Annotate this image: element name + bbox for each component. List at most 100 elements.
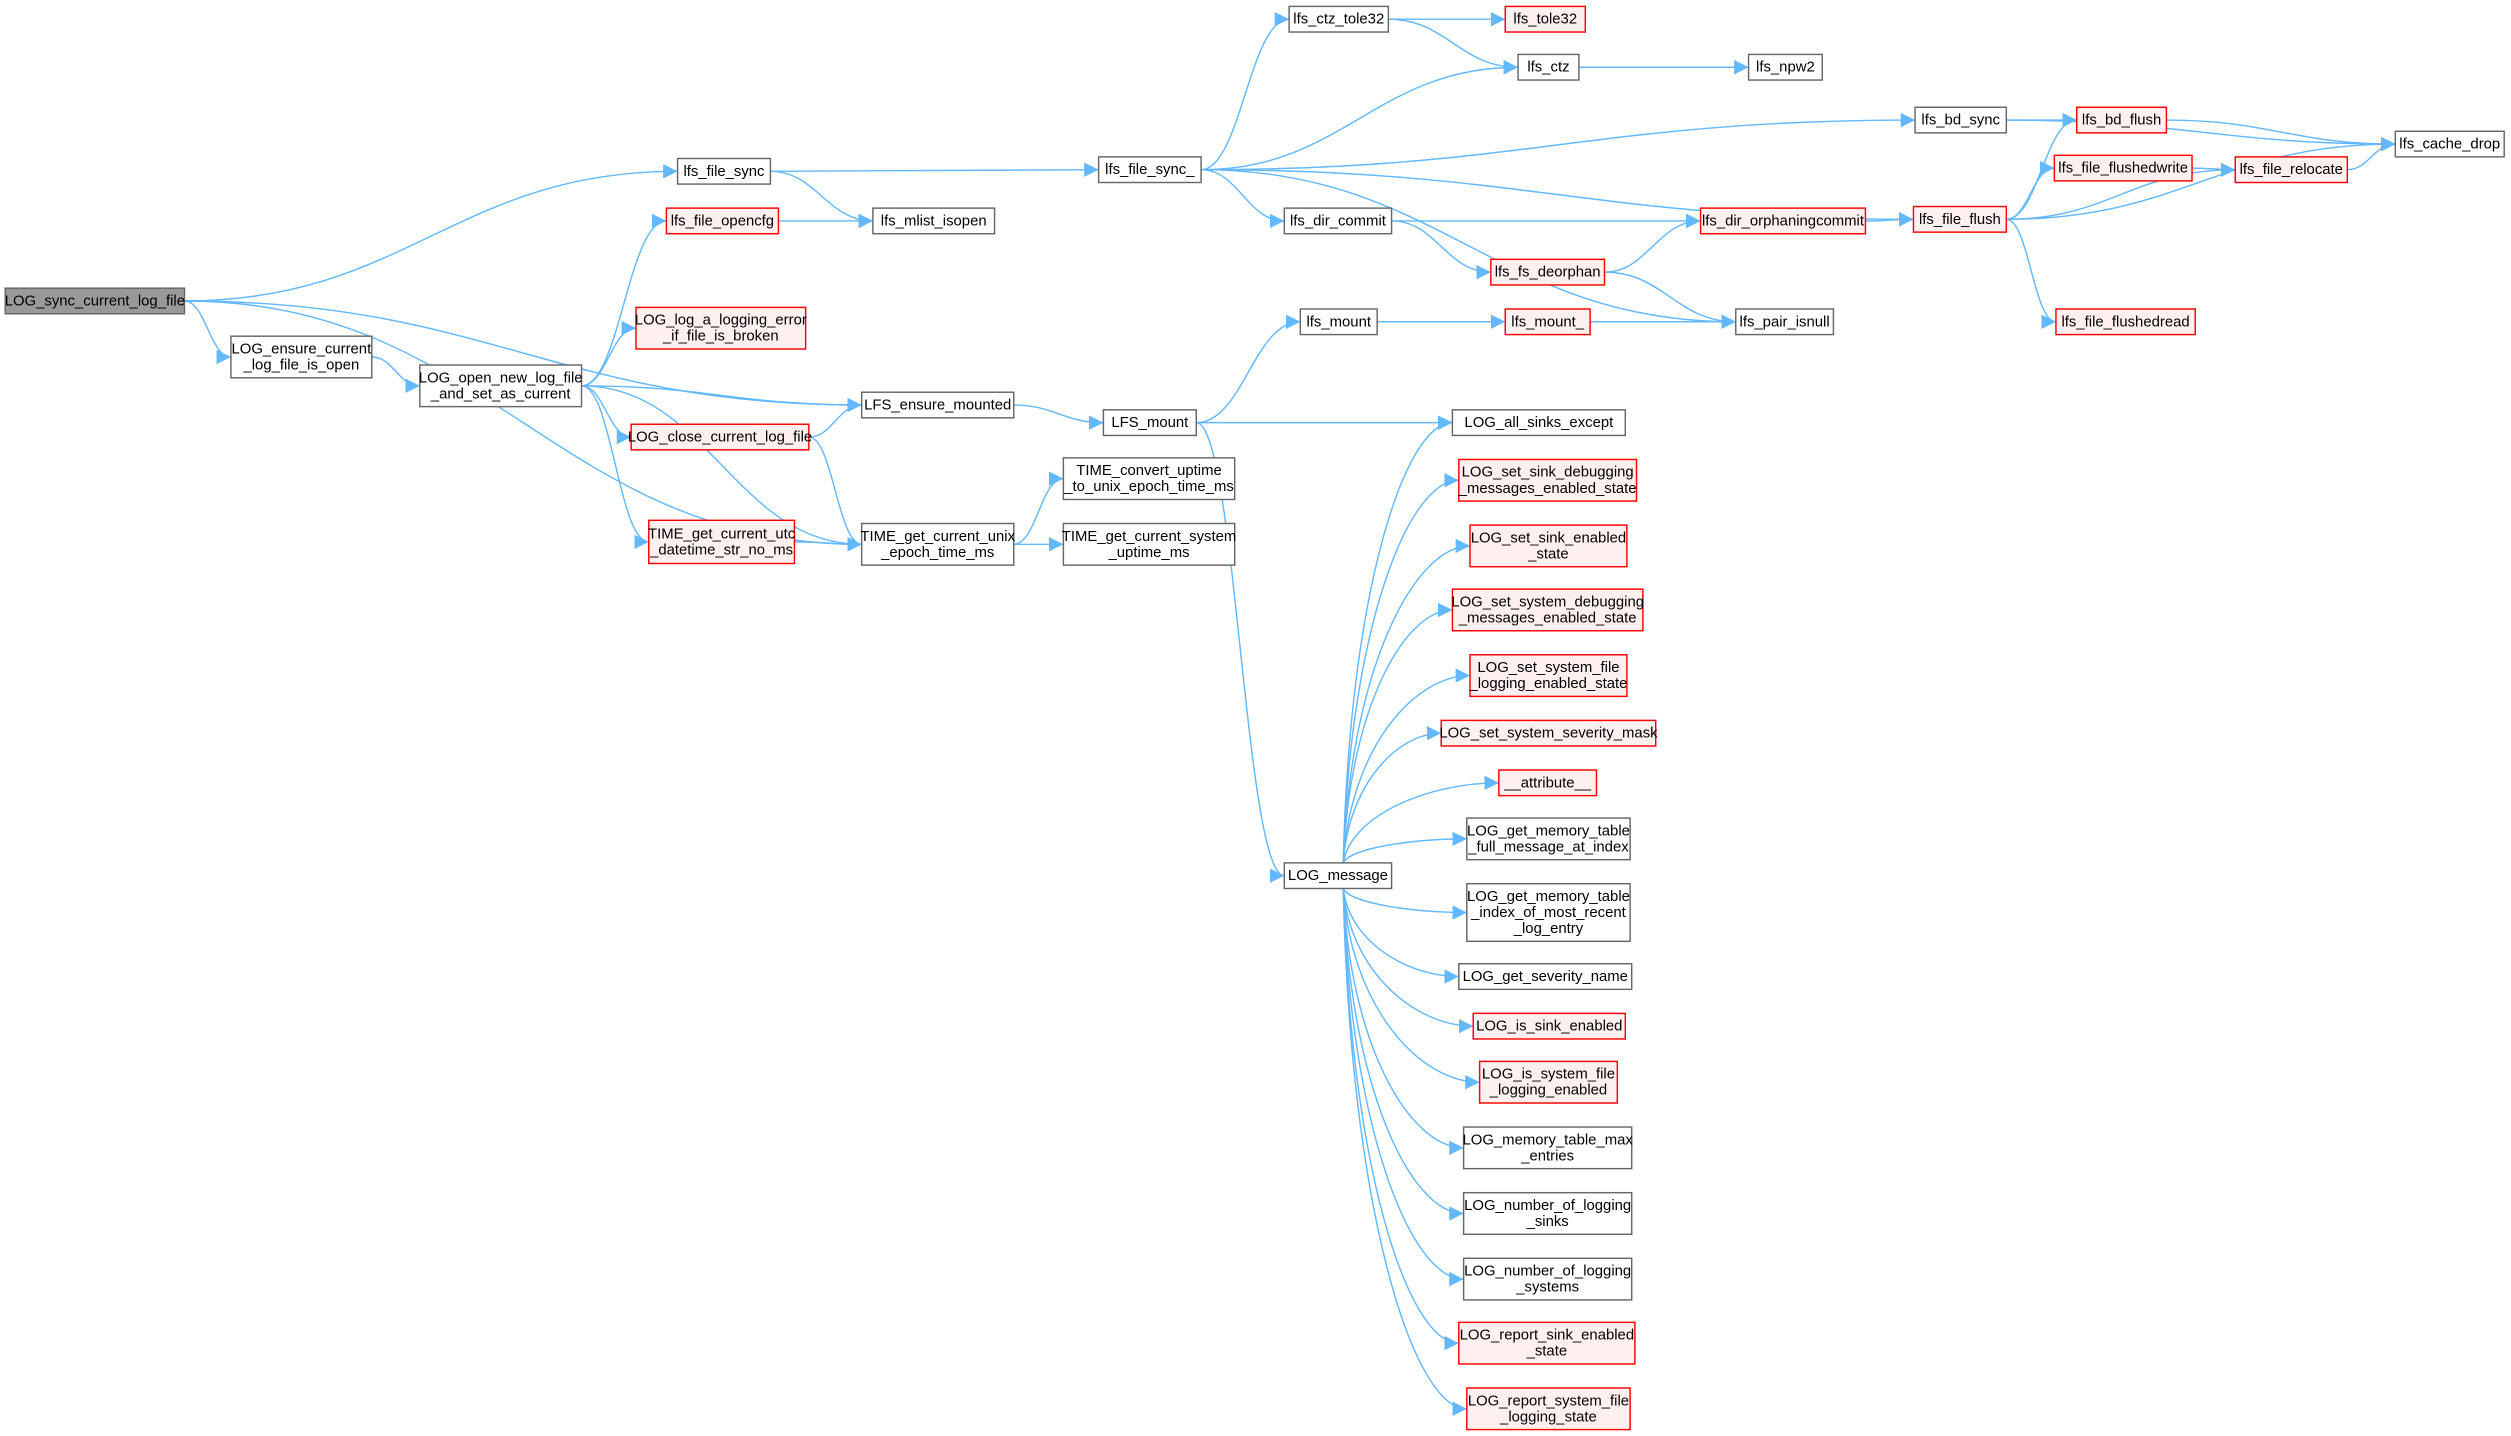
node-log-memory-table-max-entries[interactable]: LOG_memory_table_max_entries bbox=[1463, 1126, 1634, 1170]
node-label: lfs_mount_ bbox=[1511, 314, 1584, 330]
node-log-get-memory-table-full-message-at-index[interactable]: LOG_get_memory_table_full_message_at_ind… bbox=[1466, 817, 1631, 861]
node-label: _messages_enabled_state bbox=[1458, 481, 1637, 497]
node-lfs-dir-orphaningcommit[interactable]: lfs_dir_orphaningcommit bbox=[1699, 207, 1867, 235]
edge-log-open-new-log-file-and-set-as-current-to-time-get-current-utc-datetime-str-no-ms bbox=[581, 385, 649, 550]
node-lfs-file-opencfg[interactable]: lfs_file_opencfg bbox=[665, 207, 780, 235]
node-box bbox=[2076, 106, 2168, 134]
node-box bbox=[1735, 308, 1835, 336]
node-log-number-of-logging-sinks[interactable]: LOG_number_of_logging_sinks bbox=[1462, 1191, 1633, 1236]
node-log-set-system-severity-mask[interactable]: LOG_set_system_severity_mask bbox=[1439, 719, 1658, 747]
node-label: TIME_get_current_utc bbox=[648, 526, 796, 542]
node-label: _messages_enabled_state bbox=[1458, 610, 1637, 626]
node-lfs-cache-drop[interactable]: lfs_cache_drop bbox=[2394, 130, 2505, 158]
node-log-get-severity-name[interactable]: LOG_get_severity_name bbox=[1458, 963, 1633, 991]
node-label: LOG_is_sink_enabled bbox=[1476, 1019, 1622, 1035]
node-lfs-file-flushedwrite[interactable]: lfs_file_flushedwrite bbox=[2053, 154, 2193, 182]
node-lfs-bd-flush[interactable]: lfs_bd_flush bbox=[2076, 106, 2168, 134]
node-attribute[interactable]: __attribute__ bbox=[1498, 769, 1598, 797]
node-label: LOG_set_system_severity_mask bbox=[1439, 726, 1658, 742]
edge-lfs-file-sync-to-lfs-dir-commit bbox=[1201, 168, 1285, 229]
node-time-get-current-utc-datetime-str-no-ms[interactable]: TIME_get_current_utc_datetime_str_no_ms bbox=[648, 519, 796, 565]
node-label: LOG_get_memory_table bbox=[1467, 823, 1630, 839]
node-label: LOG_get_severity_name bbox=[1463, 969, 1628, 985]
node-label: _sinks bbox=[1526, 1214, 1569, 1230]
node-time-convert-uptime-to-unix-epoch-time-ms[interactable]: TIME_convert_uptime_to_unix_epoch_time_m… bbox=[1062, 457, 1236, 501]
node-lfs-file-sync[interactable]: lfs_file_sync_ bbox=[1097, 156, 1202, 184]
node-lfs-fs-deorphan[interactable]: lfs_fs_deorphan bbox=[1490, 258, 1606, 286]
node-log-ensure-current-log-file-is-open[interactable]: LOG_ensure_current_log_file_is_open bbox=[230, 335, 373, 379]
node-box bbox=[1472, 1012, 1627, 1040]
edge-log-message-to-log-report-system-file-logging-state bbox=[1342, 888, 1467, 1416]
node-box bbox=[1462, 1257, 1633, 1301]
edge-log-close-current-log-file-to-time-get-current-unix-epoch-time-ms bbox=[808, 436, 862, 552]
node-lfs-tole32[interactable]: lfs_tole32 bbox=[1504, 5, 1587, 33]
node-lfs-mount[interactable]: LFS_mount bbox=[1102, 409, 1197, 437]
node-box bbox=[1102, 409, 1197, 437]
node-lfs-file-sync[interactable]: lfs_file_sync bbox=[676, 157, 772, 185]
edge-lfs-ensure-mounted-to-lfs-mount bbox=[1013, 404, 1104, 430]
node-label: _systems bbox=[1515, 1280, 1579, 1296]
node-log-all-sinks-except[interactable]: LOG_all_sinks_except bbox=[1451, 409, 1627, 437]
node-log-get-memory-table-index-of-most-recent-log-entry[interactable]: LOG_get_memory_table_index_of_most_recen… bbox=[1466, 882, 1631, 943]
node-label: LOG_message bbox=[1288, 868, 1388, 884]
node-log-sync-current-log-file[interactable]: LOG_sync_current_log_file bbox=[4, 287, 186, 315]
edge-log-open-new-log-file-and-set-as-current-to-time-get-current-unix-epoch-time-ms bbox=[581, 385, 862, 552]
node-log-report-sink-enabled-state[interactable]: LOG_report_sink_enabled_state bbox=[1458, 1321, 1636, 1365]
node-lfs-ctz[interactable]: lfs_ctz bbox=[1517, 53, 1580, 81]
edge-lfs-dir-commit-to-lfs-fs-deorphan bbox=[1391, 220, 1491, 280]
edge-lfs-bd-flush-to-lfs-cache-drop bbox=[2166, 119, 2396, 152]
node-time-get-current-system-uptime-ms[interactable]: TIME_get_current_system_uptime_ms bbox=[1062, 522, 1236, 566]
node-label: _logging_enabled bbox=[1489, 1083, 1607, 1099]
node-box bbox=[1747, 53, 1823, 81]
node-log-set-system-debugging-messages-enabled-state[interactable]: LOG_set_system_debugging_messages_enable… bbox=[1451, 588, 1644, 632]
node-lfs-mlist-isopen[interactable]: lfs_mlist_isopen bbox=[872, 207, 996, 235]
node-lfs-file-flush[interactable]: lfs_file_flush bbox=[1912, 205, 2008, 233]
node-log-close-current-log-file[interactable]: LOG_close_current_log_file bbox=[628, 423, 812, 451]
edge-log-message-to-log-is-sink-enabled bbox=[1342, 888, 1474, 1034]
node-box bbox=[1062, 522, 1236, 566]
node-lfs-file-flushedread[interactable]: lfs_file_flushedread bbox=[2055, 308, 2196, 336]
edge-lfs-file-sync-to-lfs-ctz-tole32 bbox=[1201, 12, 1290, 171]
node-log-report-system-file-logging-state[interactable]: LOG_report_system_file_logging_state bbox=[1466, 1387, 1631, 1431]
node-log-message[interactable]: LOG_message bbox=[1283, 862, 1393, 890]
node-lfs-file-relocate[interactable]: lfs_file_relocate bbox=[2234, 156, 2349, 184]
node-label: lfs_pair_isnull bbox=[1740, 314, 1830, 330]
node-log-set-system-file-logging-enabled-state[interactable]: LOG_set_system_file_logging_enabled_stat… bbox=[1468, 654, 1628, 698]
node-label: LOG_log_a_logging_error bbox=[635, 313, 807, 329]
edge-log-sync-current-log-file-to-lfs-file-sync bbox=[184, 164, 678, 302]
node-label: TIME_get_current_system bbox=[1062, 529, 1236, 545]
edge-lfs-fs-deorphan-to-lfs-pair-isnull bbox=[1604, 271, 1736, 329]
node-lfs-dir-commit[interactable]: lfs_dir_commit bbox=[1283, 207, 1393, 235]
node-lfs-mount[interactable]: lfs_mount_ bbox=[1504, 308, 1591, 336]
node-label: LOG_get_memory_table bbox=[1467, 889, 1630, 905]
node-lfs-npw2[interactable]: lfs_npw2 bbox=[1747, 53, 1823, 81]
edge-lfs-file-flush-to-lfs-file-flushedwrite bbox=[2006, 160, 2055, 221]
node-lfs-bd-sync[interactable]: lfs_bd_sync bbox=[1914, 106, 2008, 134]
node-label: _state bbox=[1527, 546, 1569, 562]
node-box bbox=[1517, 53, 1580, 81]
node-label: LOG_number_of_logging bbox=[1464, 1198, 1631, 1214]
node-lfs-ctz-tole32[interactable]: lfs_ctz_tole32 bbox=[1288, 5, 1390, 33]
node-log-open-new-log-file-and-set-as-current[interactable]: LOG_open_new_log_file_and_set_as_current bbox=[419, 364, 583, 408]
node-label: LOG_number_of_logging bbox=[1464, 1264, 1631, 1280]
node-log-set-sink-enabled-state[interactable]: LOG_set_sink_enabled_state bbox=[1469, 524, 1628, 568]
edge-lfs-fs-deorphan-to-lfs-dir-orphaningcommit bbox=[1604, 213, 1701, 273]
edge-log-ensure-current-log-file-is-open-to-log-open-new-log-file-and-set-as-current bbox=[371, 356, 420, 393]
node-box bbox=[1299, 308, 1378, 336]
node-log-log-a-logging-error-if-file-is-broken[interactable]: LOG_log_a_logging_error_if_file_is_broke… bbox=[635, 306, 807, 350]
node-box bbox=[1283, 207, 1393, 235]
node-box bbox=[1440, 719, 1657, 747]
node-lfs-mount[interactable]: lfs_mount bbox=[1299, 308, 1378, 336]
node-log-set-sink-debugging-messages-enabled-state[interactable]: LOG_set_sink_debugging_messages_enabled_… bbox=[1458, 458, 1638, 502]
edge-log-message-to-log-report-sink-enabled-state bbox=[1342, 888, 1459, 1351]
node-time-get-current-unix-epoch-time-ms[interactable]: TIME_get_current_unix_epoch_time_ms bbox=[860, 522, 1016, 566]
edges-layer bbox=[184, 12, 2396, 1416]
node-log-is-sink-enabled[interactable]: LOG_is_sink_enabled bbox=[1472, 1012, 1627, 1040]
node-log-is-system-file-logging-enabled[interactable]: LOG_is_system_file_logging_enabled bbox=[1478, 1060, 1619, 1104]
node-log-number-of-logging-systems[interactable]: LOG_number_of_logging_systems bbox=[1462, 1257, 1633, 1301]
node-box bbox=[1466, 1387, 1631, 1431]
node-lfs-ensure-mounted[interactable]: LFS_ensure_mounted bbox=[860, 391, 1015, 419]
node-lfs-pair-isnull[interactable]: lfs_pair_isnull bbox=[1735, 308, 1835, 336]
node-label: LOG_report_sink_enabled bbox=[1460, 1328, 1634, 1344]
node-label: LOG_set_system_file bbox=[1477, 660, 1619, 676]
